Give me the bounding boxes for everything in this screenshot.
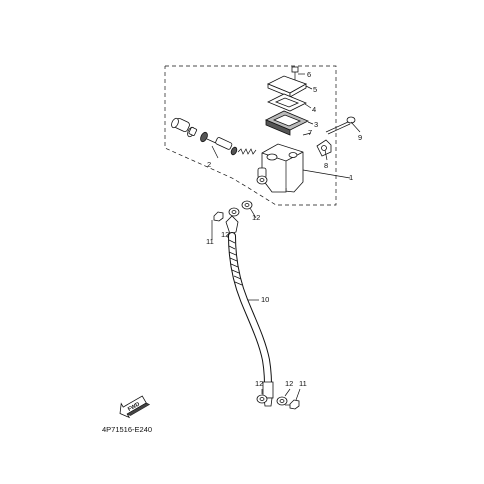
banjo-bolt-upper: [211, 211, 224, 240]
diaphragm-plate: [267, 93, 307, 112]
reservoir-cap: [267, 75, 307, 98]
fwd-arrow-icon: FWD: [119, 395, 151, 419]
callout-3: 3: [314, 120, 318, 129]
callout-11-lower: 11: [299, 379, 307, 388]
clamp-bracket: [316, 139, 332, 157]
cap-screw: [291, 66, 299, 80]
callout-5: 5: [313, 85, 317, 94]
clamp-bolt: [325, 116, 356, 135]
banjo-bolt-lower: [285, 388, 301, 410]
callout-7: 7: [308, 128, 312, 137]
callout-6: 6: [307, 70, 311, 79]
piston-kit: [171, 117, 257, 156]
assembly-boundary: [164, 65, 337, 206]
diaphragm: [265, 110, 309, 136]
callout-9: 9: [358, 133, 362, 142]
master-cylinder-body: [256, 143, 304, 193]
brake-hose: [228, 232, 274, 407]
callout-11-upper: 11: [206, 237, 214, 246]
callout-12-upper-right: 12: [252, 213, 260, 222]
upper-washers: [225, 200, 257, 238]
callout-4: 4: [312, 105, 316, 114]
lower-washers: [256, 388, 291, 406]
callout-12-lower-right: 12: [285, 379, 293, 388]
callout-12-lower-left: 12: [255, 379, 263, 388]
callout-1: 1: [349, 173, 353, 182]
callout-8: 8: [324, 161, 328, 170]
callout-10: 10: [261, 295, 269, 304]
fwd-label: FWD: [127, 401, 141, 412]
callout-12-upper-left: 12: [221, 230, 229, 239]
callout-2: 2: [207, 160, 211, 169]
diagram-code: 4P71516-E240: [102, 425, 152, 434]
